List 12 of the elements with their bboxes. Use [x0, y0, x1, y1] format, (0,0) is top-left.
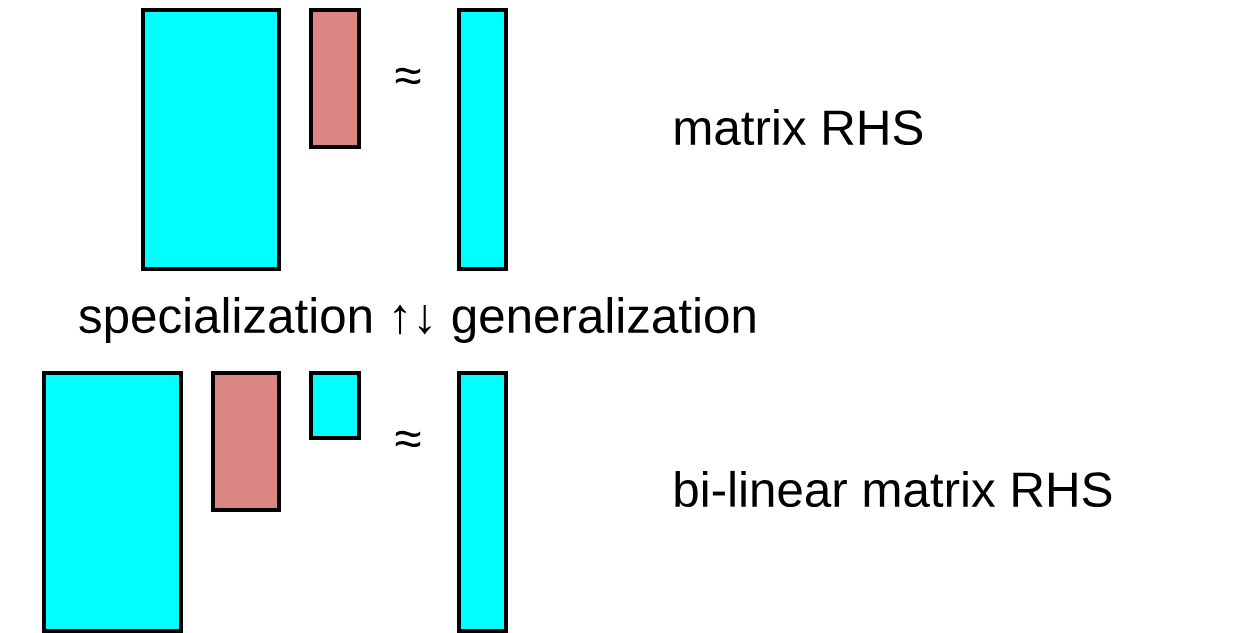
- approx-sign: ≈: [395, 67, 421, 85]
- side-label: bi-linear matrix RHS: [675, 470, 1112, 508]
- matrix-block: [42, 371, 183, 633]
- matrix-block: [457, 8, 508, 271]
- matrix-block: [309, 371, 361, 440]
- side-label: matrix RHS: [675, 108, 923, 146]
- matrix-block: [141, 8, 281, 271]
- matrix-block: [309, 8, 361, 149]
- approx-sign: ≈: [395, 430, 421, 448]
- matrix-block: [457, 371, 508, 633]
- direction-label: specialization ↑↓ generalization: [79, 297, 755, 343]
- matrix-block: [211, 371, 281, 512]
